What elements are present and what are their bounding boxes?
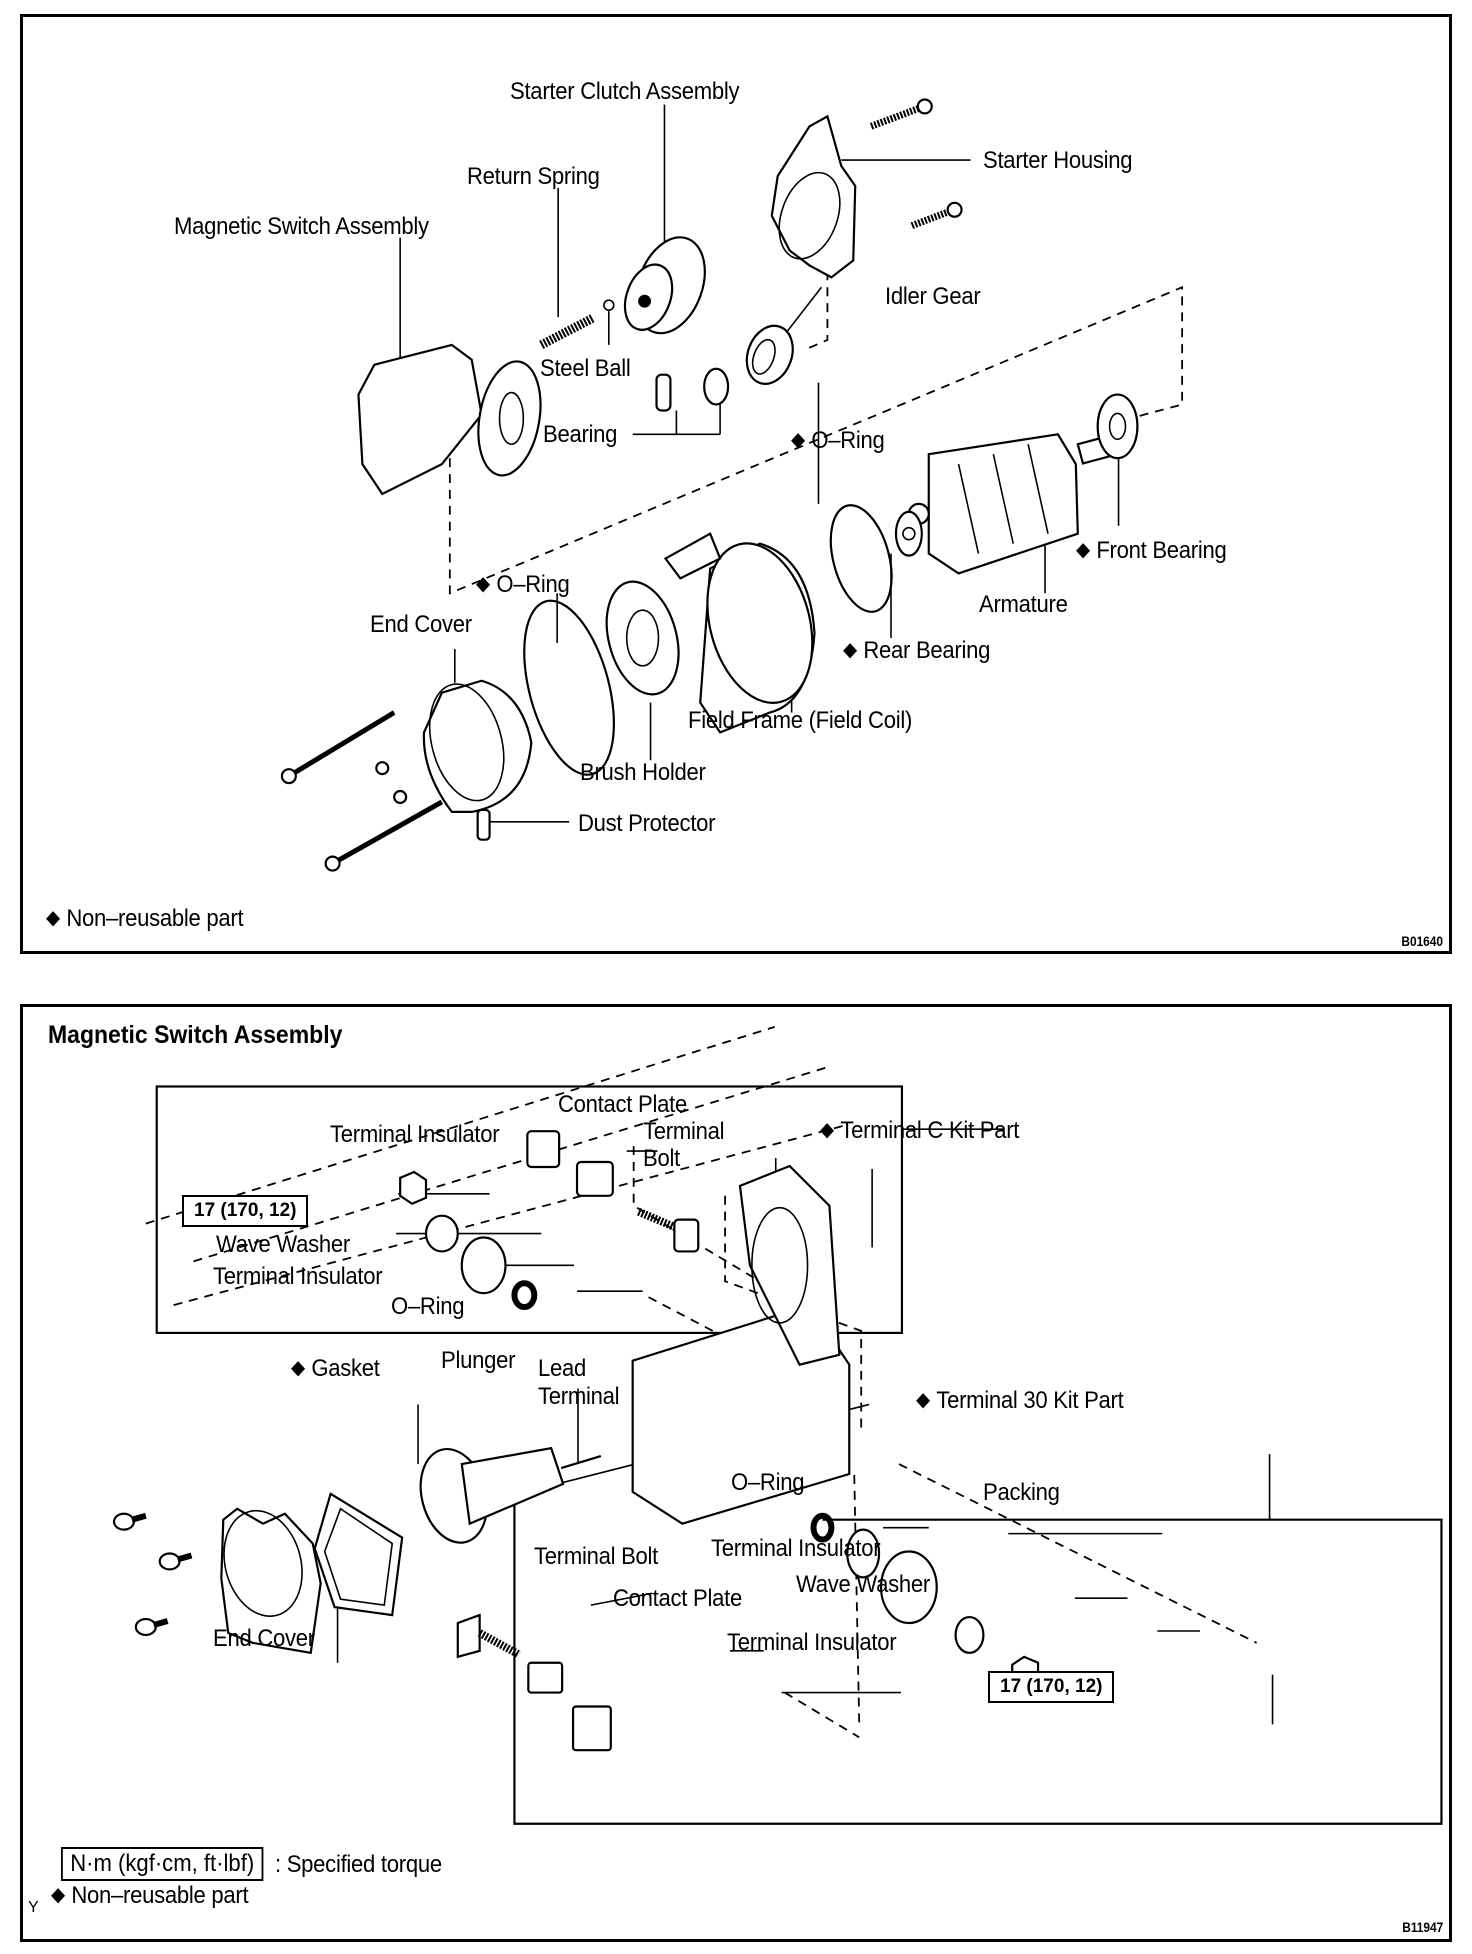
legend-non-reusable: Non–reusable part <box>51 1884 248 1908</box>
legend-non-reusable: Non–reusable part <box>46 907 243 931</box>
switch-body-drawing <box>631 1164 851 1525</box>
bearing-drawings <box>655 367 730 412</box>
label-o-ring-upper: O–Ring <box>791 429 884 453</box>
starter-exploded-view-panel: Starter Clutch Assembly Return Spring St… <box>20 14 1452 954</box>
label-contact-plate-30: Contact Plate <box>613 1585 742 1612</box>
label-o-ring-30: O–Ring <box>731 1469 805 1496</box>
label-terminal-bolt-30: Terminal Bolt <box>534 1543 659 1570</box>
label-armature: Armature <box>979 591 1068 618</box>
label-wave-washer-c: Wave Washer <box>216 1231 350 1258</box>
terminal-30-kit-box <box>513 1494 1443 1825</box>
label-end-cover: End Cover <box>213 1625 315 1652</box>
o-ring-lower-drawing <box>523 599 615 776</box>
front-bearing-drawing <box>1096 393 1139 460</box>
label-starter-housing: Starter Housing <box>983 147 1133 174</box>
label-plunger: Plunger <box>441 1347 516 1374</box>
label-idler-gear: Idler Gear <box>885 283 981 310</box>
o-ring-upper-drawing <box>829 504 893 613</box>
label-terminal-insulator-c1: Terminal Insulator <box>330 1121 500 1148</box>
label-terminal-30-kit-part: Terminal 30 Kit Part <box>916 1389 1123 1413</box>
label-gasket: Gasket <box>291 1357 380 1381</box>
label-contact-plate-c: Contact Plate <box>558 1091 687 1118</box>
end-cover-drawing <box>422 679 533 813</box>
label-rear-bearing: Rear Bearing <box>843 639 990 663</box>
end-cover-drawing <box>220 1507 322 1655</box>
label-field-frame: Field Frame (Field Coil) <box>688 707 913 734</box>
gasket-drawing <box>313 1492 404 1617</box>
terminal-c-kit-box <box>155 1085 904 1334</box>
label-magnetic-switch-assembly: Magnetic Switch Assembly <box>174 213 429 240</box>
magnetic-switch-illustration <box>112 1026 1443 1825</box>
leader-terminal-bolt-30 <box>590 1592 653 1606</box>
label-packing: Packing <box>983 1479 1060 1506</box>
magnetic-switch-drawing <box>357 343 542 496</box>
label-terminal-insulator-30a: Terminal Insulator <box>711 1535 881 1562</box>
label-dust-protector: Dust Protector <box>578 810 716 837</box>
alignment-dash-main <box>448 285 1184 595</box>
end-cover-bolt-drawings <box>112 1512 193 1637</box>
starter-housing-drawing <box>770 114 857 279</box>
label-terminal-c-kit-part: Terminal C Kit Part <box>820 1119 1019 1143</box>
legend-torque-text: : Specified torque <box>275 1851 442 1878</box>
label-terminal-insulator-30b: Terminal Insulator <box>727 1629 897 1656</box>
figure-code: B11947 <box>1401 1919 1443 1935</box>
label-bearing: Bearing <box>543 421 618 448</box>
through-bolt-drawings <box>280 710 444 872</box>
label-o-ring-c: O–Ring <box>391 1293 465 1320</box>
armature-drawing <box>907 433 1115 575</box>
label-wave-washer-30: Wave Washer <box>796 1571 930 1598</box>
label-terminal-bolt-c-line2: Bolt <box>643 1145 680 1172</box>
panel-title: Magnetic Switch Assembly <box>48 1021 343 1049</box>
label-end-cover: End Cover <box>370 611 472 638</box>
label-brush-holder: Brush Holder <box>580 759 706 786</box>
alignment-dash-housing <box>804 271 829 351</box>
idler-gear-drawing <box>745 324 794 385</box>
magnetic-switch-exploded-panel: Magnetic Switch Assembly Contact Plate T… <box>20 1004 1452 1942</box>
dash-upper-bolt <box>145 1026 776 1225</box>
bolt-drawings-top <box>869 98 963 229</box>
return-spring-drawing <box>539 299 615 349</box>
field-frame-drawing <box>663 532 816 734</box>
label-steel-ball: Steel Ball <box>540 355 631 382</box>
corner-mark: Y <box>28 1899 39 1916</box>
figure-code: B01640 <box>1401 933 1443 949</box>
label-lead-terminal-line2: Terminal <box>538 1383 620 1410</box>
label-return-spring: Return Spring <box>467 163 600 190</box>
label-terminal-bolt-c-line1: Terminal <box>643 1118 725 1145</box>
dust-protector-drawing <box>476 808 491 841</box>
torque-spec-terminal-30: 17 (170, 12) <box>988 1671 1115 1703</box>
legend-torque-units-box: N·m (kgf·cm, ft·lbf) <box>61 1847 264 1881</box>
label-terminal-insulator-c2: Terminal Insulator <box>213 1263 383 1290</box>
terminal-c-parts <box>399 1130 700 1311</box>
label-o-ring-lower: O–Ring <box>476 573 569 597</box>
torque-spec-terminal-c: 17 (170, 12) <box>182 1195 309 1227</box>
starter-exploded-illustration <box>280 98 1184 872</box>
label-front-bearing: Front Bearing <box>1076 539 1226 563</box>
label-lead-terminal-line1: Lead <box>538 1355 587 1382</box>
rear-bearing-drawing <box>894 510 923 557</box>
plunger-drawing <box>419 1446 602 1544</box>
starter-clutch-drawing <box>623 236 706 335</box>
brush-holder-drawing <box>605 580 680 696</box>
label-starter-clutch-assembly: Starter Clutch Assembly <box>510 78 740 105</box>
